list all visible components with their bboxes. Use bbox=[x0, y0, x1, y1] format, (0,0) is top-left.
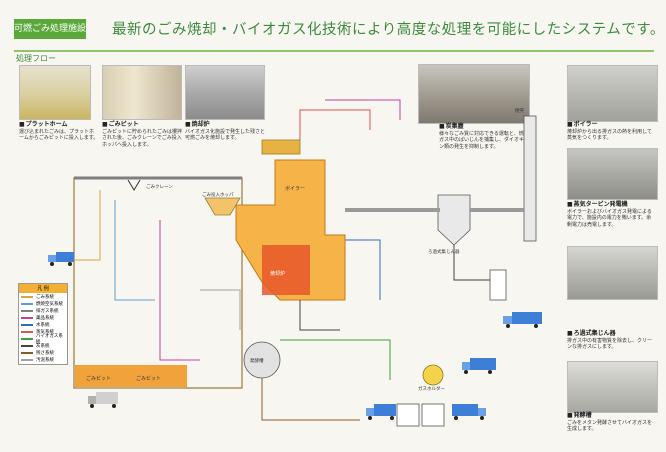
legend-item: 薬品系統 bbox=[19, 314, 67, 321]
legend-swatch bbox=[21, 351, 33, 354]
headline: 最新のごみ焼却・バイオガス化技術により高度な処理を可能にしたシステムです。 bbox=[112, 22, 665, 38]
legend-item: 残さ系統 bbox=[19, 349, 67, 356]
truck-sludge-icon bbox=[452, 404, 486, 420]
legend-item: 排ガス系統 bbox=[19, 307, 67, 314]
truck-residue-icon bbox=[366, 404, 396, 420]
label-bag-filter: ろ過式集じん器 bbox=[428, 248, 460, 255]
legend-label: 汚泥系統 bbox=[36, 357, 54, 363]
legend-label: 排ガス系統 bbox=[36, 308, 59, 314]
photo-digester bbox=[567, 361, 658, 413]
label-gas-holder: ガスホルダー bbox=[418, 385, 445, 392]
caption-bag-filter: 炭集塵様々なごみ質に対応できる運転と、燃焼ガス中のばいじんを捕集し、ダイオキシン… bbox=[439, 123, 531, 150]
legend-swatch bbox=[21, 330, 33, 333]
label-pit2: ごみピット bbox=[136, 375, 161, 382]
legend-item: ごみ系統 bbox=[19, 293, 67, 300]
legend-item: 燃焼空気系統 bbox=[19, 300, 67, 307]
label-digester: 発酵槽 bbox=[250, 357, 264, 364]
legend-label: 薬品系統 bbox=[36, 315, 54, 321]
legend-item: 水系統 bbox=[19, 321, 67, 328]
photo-platform bbox=[19, 65, 91, 120]
legend-label: 残さ系統 bbox=[36, 350, 54, 356]
legend-label: バイオガス系統 bbox=[35, 333, 63, 345]
legend-swatch bbox=[21, 309, 33, 312]
legend-item: バイオガス系統 bbox=[19, 333, 67, 345]
legend-label: 灰系統 bbox=[36, 343, 50, 349]
photo-turbine bbox=[567, 148, 658, 200]
label-pit: ごみピット bbox=[86, 375, 111, 382]
legend-label: 水系統 bbox=[36, 322, 50, 328]
legend-item: 蒸気系統 bbox=[19, 328, 67, 335]
legend-swatch bbox=[21, 344, 33, 347]
legend-swatch bbox=[21, 358, 33, 361]
truck-ash-icon bbox=[503, 312, 542, 328]
divider bbox=[14, 50, 654, 52]
section-tag: 可燃ごみ処理施設 bbox=[14, 19, 86, 39]
label-hopper: ごみ投入ホッパ bbox=[202, 191, 234, 198]
label-crane: ごみクレーン bbox=[146, 183, 173, 190]
truck-bottom-icon bbox=[88, 392, 118, 408]
legend-label: ごみ系統 bbox=[36, 294, 54, 300]
caption-turbine: 蒸気タービン発電機ボイラーおよびバイオガス発電による電力で、施設内の電力を賄いま… bbox=[567, 201, 656, 228]
caption-pit: ごみピットごみピットに貯められたごみは攪拌された後、ごみクレーンでごみ投入ホッパ… bbox=[102, 121, 182, 148]
legend-swatch bbox=[21, 337, 33, 340]
truck-in-icon bbox=[48, 252, 74, 266]
legend-swatch bbox=[21, 295, 33, 298]
legend-swatch bbox=[21, 316, 33, 319]
photo-filter bbox=[567, 246, 658, 300]
label-stack: 煙突 bbox=[515, 107, 524, 114]
legend-label: 蒸気系統 bbox=[36, 329, 54, 335]
section-title: 処理フロー bbox=[16, 54, 56, 63]
label-furnace: 焼却炉 bbox=[270, 270, 285, 277]
photo-pit bbox=[102, 65, 182, 120]
legend: 凡 例 ごみ系統燃焼空気系統排ガス系統薬品系統水系統蒸気系統バイオガス系統灰系統… bbox=[18, 283, 68, 365]
legend-item: 汚泥系統 bbox=[19, 356, 67, 363]
legend-label: 燃焼空気系統 bbox=[36, 301, 63, 307]
legend-title: 凡 例 bbox=[19, 284, 67, 293]
truck-slag-icon bbox=[462, 358, 496, 374]
legend-item: 灰系統 bbox=[19, 342, 67, 349]
label-boiler: ボイラー bbox=[285, 185, 305, 192]
photo-incinerator bbox=[185, 65, 265, 120]
legend-swatch bbox=[21, 302, 33, 305]
legend-swatch bbox=[21, 323, 33, 326]
